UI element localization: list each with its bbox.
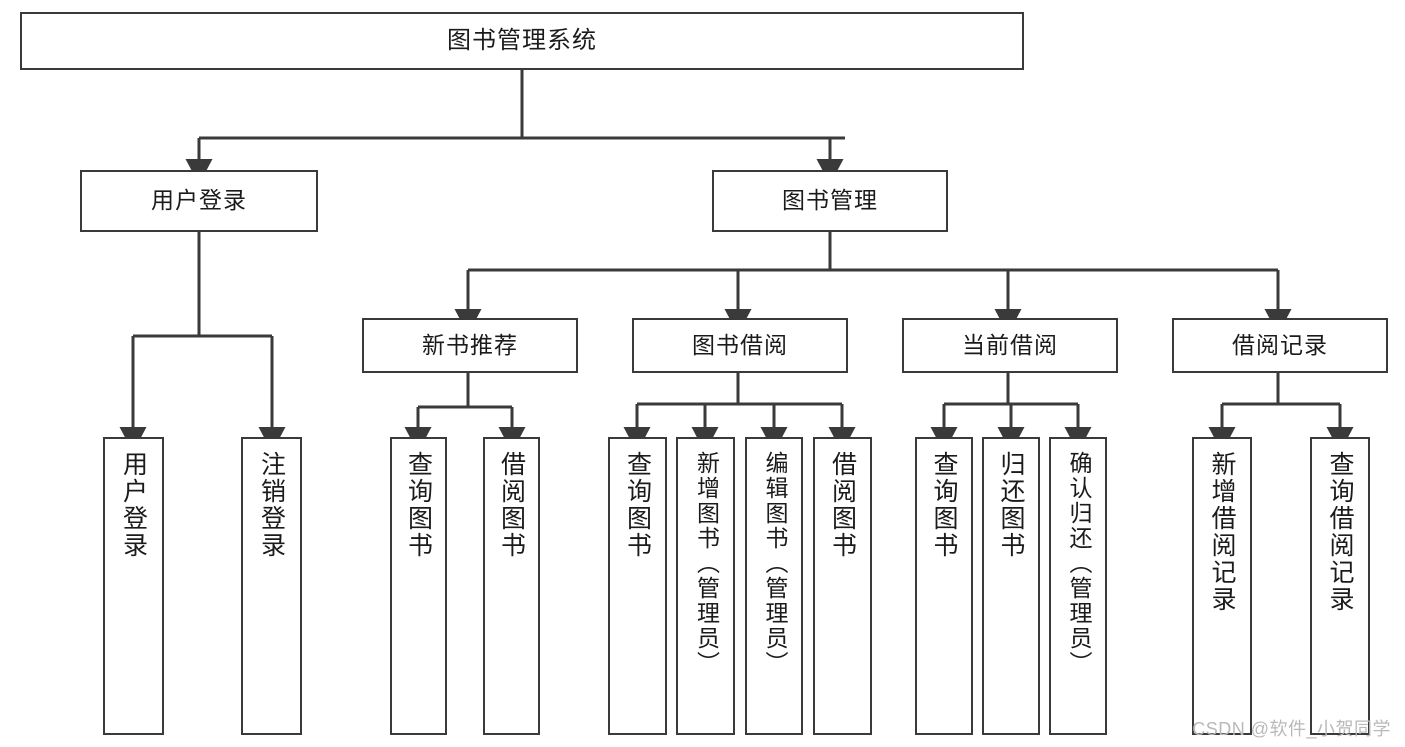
node-label: 借阅图书 [828,451,857,559]
node-label: 图书管理 [782,187,878,214]
node-root-label: 图书管理系统 [447,26,597,54]
node-leaf-return-book[interactable]: 归还图书 [982,437,1040,735]
node-label: 归还图书 [997,451,1025,559]
watermark-text: CSDN @软件_小贺同学 [1192,719,1391,739]
node-label: 编辑图书（管理员） [761,451,788,676]
node-label: 查询图书 [404,451,433,559]
node-root[interactable]: 图书管理系统 [20,12,1024,70]
node-label: 借阅图书 [497,451,526,559]
node-label: 注销登录 [257,451,286,559]
node-leaf-user-login[interactable]: 用户登录 [103,437,164,735]
node-leaf-borrow-book[interactable]: 借阅图书 [813,437,872,735]
node-label: 图书借阅 [692,331,788,358]
node-label: 借阅记录 [1232,331,1328,358]
node-level2-borrow-record[interactable]: 借阅记录 [1172,318,1388,373]
node-label: 查询图书 [930,451,958,559]
node-label: 确认归还（管理员） [1065,451,1092,676]
node-leaf-query-borrow-record[interactable]: 查询借阅记录 [1310,437,1370,735]
node-label: 查询借阅记录 [1326,451,1354,613]
node-leaf-query-book-current[interactable]: 查询图书 [915,437,973,735]
node-leaf-add-book-admin[interactable]: 新增图书（管理员） [676,437,735,735]
node-leaf-add-borrow-record[interactable]: 新增借阅记录 [1192,437,1252,735]
node-level2-new-book-recommend[interactable]: 新书推荐 [362,318,578,373]
node-leaf-confirm-return-admin[interactable]: 确认归还（管理员） [1049,437,1107,735]
node-leaf-edit-book-admin[interactable]: 编辑图书（管理员） [745,437,803,735]
node-label: 查询图书 [623,451,652,559]
node-level2-current-borrow[interactable]: 当前借阅 [902,318,1118,373]
node-label: 用户登录 [151,187,247,214]
node-label: 新增图书（管理员） [693,451,720,676]
node-label: 新书推荐 [422,331,518,358]
node-leaf-query-book-rec[interactable]: 查询图书 [390,437,447,735]
node-leaf-borrow-book-rec[interactable]: 借阅图书 [483,437,540,735]
node-level2-book-borrow[interactable]: 图书借阅 [632,318,848,373]
node-level1-user-login[interactable]: 用户登录 [80,170,318,232]
node-level1-book-management[interactable]: 图书管理 [712,170,948,232]
node-label: 新增借阅记录 [1208,451,1236,613]
node-leaf-logout[interactable]: 注销登录 [241,437,302,735]
node-leaf-query-book-borrow[interactable]: 查询图书 [608,437,667,735]
node-label: 用户登录 [119,451,148,559]
node-label: 当前借阅 [962,331,1058,358]
